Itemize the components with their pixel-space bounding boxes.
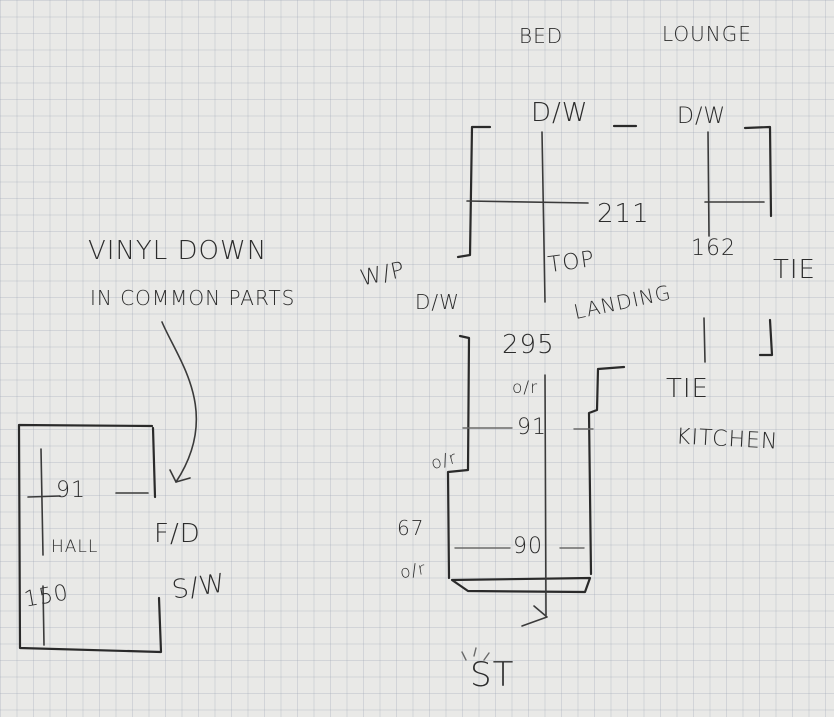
lounge-wall <box>743 125 773 218</box>
bed-label: BED <box>519 24 564 48</box>
dim-67-label: 67 <box>397 516 425 540</box>
dw-bed-label: D/W <box>531 98 589 128</box>
vinyl-note-line2: IN COMMON PARTS <box>90 286 296 310</box>
dim-90-label: 90 <box>513 534 543 559</box>
pointer-arrow <box>161 321 198 483</box>
landing-left-wall <box>446 334 471 580</box>
bed-wall <box>456 125 492 259</box>
dim-91-stair-label: 91 <box>517 415 547 440</box>
hall-inner-vertical <box>40 448 44 556</box>
hall-right-upper <box>151 426 157 499</box>
dw-left-label: D/W <box>415 290 460 314</box>
tie-kitchen-label: TIE <box>666 374 709 404</box>
stair-bottom <box>450 576 592 594</box>
dim-91-hall-label: 91 <box>56 478 86 503</box>
hall-label: HALL <box>51 537 99 557</box>
bed-cross-h <box>466 200 589 204</box>
kitchen-wall <box>758 318 774 357</box>
landing-right-wall <box>587 365 626 576</box>
kitchen-vertical <box>703 317 706 363</box>
hall-150-line <box>42 585 45 646</box>
dim-211-label: 211 <box>597 199 650 229</box>
or-label-1: o/r <box>512 378 539 398</box>
landing-divider <box>541 131 546 303</box>
stair-centre-line <box>544 374 547 616</box>
mark-ticks <box>461 647 490 661</box>
pointer-arrow-head <box>169 469 191 483</box>
dim-295-label: 295 <box>502 330 555 360</box>
vinyl-note-line1: VINYL DOWN <box>88 236 268 266</box>
st-label: ST <box>470 655 515 695</box>
hall-wall <box>17 423 163 654</box>
dw-lounge-label: D/W <box>677 104 727 129</box>
lounge-label: LOUNGE <box>662 22 752 46</box>
lounge-vertical <box>707 131 710 237</box>
hall-cross-h <box>27 495 61 498</box>
tie-right-label: TIE <box>773 255 816 285</box>
dim-162-label: 162 <box>691 236 736 261</box>
arrow-icon <box>521 605 548 627</box>
kitchen-label: KITCHEN <box>675 424 779 455</box>
fd-label: F/D <box>154 519 201 549</box>
